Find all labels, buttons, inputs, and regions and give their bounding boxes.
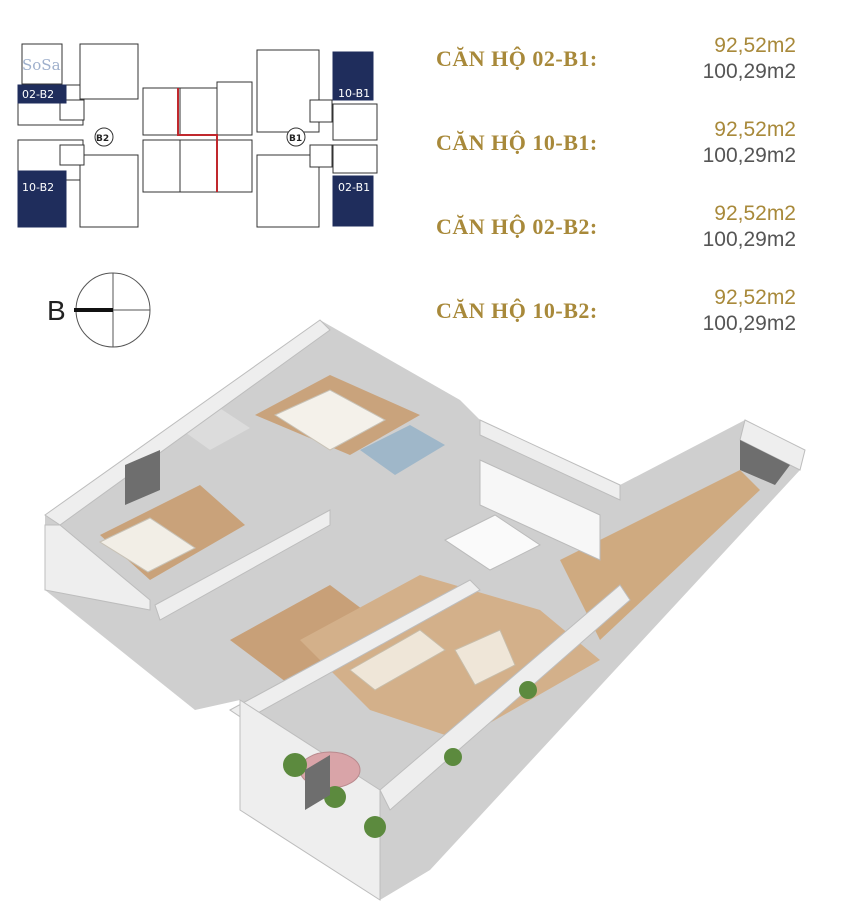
unit-label-02-b1: 02-B1: [338, 181, 370, 194]
bed-1: [273, 389, 387, 451]
area-value-1: 92,52m2: [714, 286, 796, 309]
unit-10-b2-block: [17, 170, 67, 228]
unit-label-10-b2: 10-B2: [22, 181, 54, 194]
floor-plan-3d-render: [44, 319, 806, 901]
area-row: CĂN HỘ 10-B2: 92,52m2 100,29m2: [430, 282, 810, 366]
unit-label-10-b1: 10-B1: [338, 87, 370, 100]
bathroom-floor: [360, 425, 445, 475]
area-name: CĂN HỘ 02-B2:: [436, 214, 598, 239]
core-label-b2: B2: [96, 134, 109, 144]
area-value-1: 92,52m2: [714, 202, 796, 225]
core-label-b1: B1: [289, 134, 302, 144]
compass-letter: B: [47, 295, 66, 326]
unit-label-02-b2: 02-B2: [22, 88, 54, 101]
area-row: CĂN HỘ 02-B1: 92,52m2 100,29m2: [430, 30, 810, 114]
area-value-2: 100,29m2: [702, 60, 796, 83]
windows: [125, 440, 790, 810]
red-indicator-line: [177, 88, 218, 192]
dining-table: [444, 514, 541, 571]
area-name: CĂN HỘ 10-B2:: [436, 298, 598, 323]
unit-02-b2-block: [17, 84, 67, 104]
area-name: CĂN HỘ 02-B1:: [436, 46, 598, 71]
compass: B: [47, 272, 151, 348]
area-row: CĂN HỘ 02-B2: 92,52m2 100,29m2: [430, 198, 810, 282]
key-plan: 02-B2 10-B1 10-B2 02-B1 B2 B1 SoSa: [17, 43, 378, 228]
area-name: CĂN HỘ 10-B1:: [436, 130, 598, 155]
sofa: [349, 629, 516, 691]
area-value-1: 92,52m2: [714, 118, 796, 141]
area-row: CĂN HỘ 10-B1: 92,52m2 100,29m2: [430, 114, 810, 198]
watermark: SoSa: [22, 56, 61, 74]
area-value-2: 100,29m2: [702, 228, 796, 251]
area-value-1: 92,52m2: [714, 34, 796, 57]
area-value-2: 100,29m2: [702, 312, 796, 335]
highlighted-units: [17, 51, 374, 228]
bed-2: [98, 517, 196, 573]
area-value-2: 100,29m2: [702, 144, 796, 167]
kitchen-counter: [479, 459, 601, 561]
unit-02-b1-block: [332, 175, 374, 227]
unit-10-b1-block: [332, 51, 374, 101]
area-list: CĂN HỘ 02-B1: 92,52m2 100,29m2 CĂN HỘ 10…: [430, 30, 810, 366]
